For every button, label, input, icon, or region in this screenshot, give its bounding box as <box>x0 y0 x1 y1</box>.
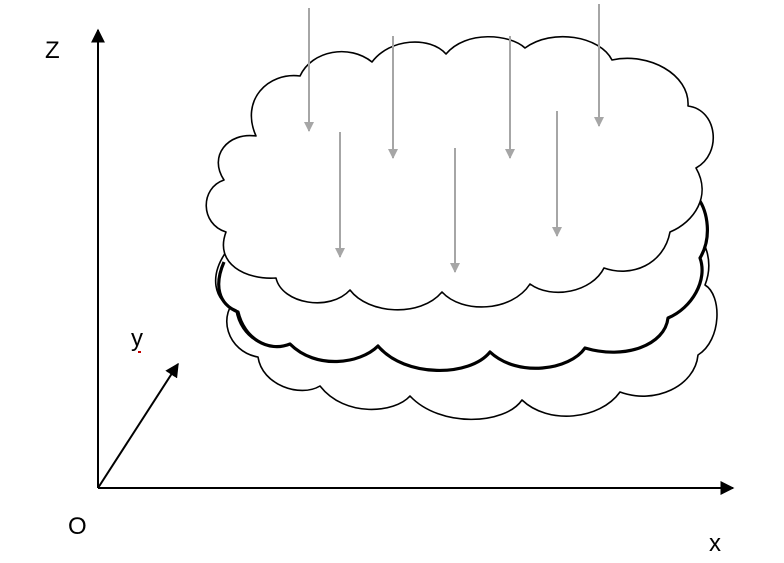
y-axis <box>97 362 179 489</box>
cloud-layer-top <box>205 35 715 311</box>
x-axis-label: x <box>709 530 721 557</box>
origin-label: O <box>68 513 87 540</box>
z-axis-label: Z <box>45 37 60 64</box>
flux-arrows <box>304 4 604 273</box>
y-axis-label: y <box>131 325 143 352</box>
coordinate-axes <box>91 28 735 495</box>
cloud-stack <box>205 35 718 421</box>
cloud-bold-edge <box>217 197 709 372</box>
